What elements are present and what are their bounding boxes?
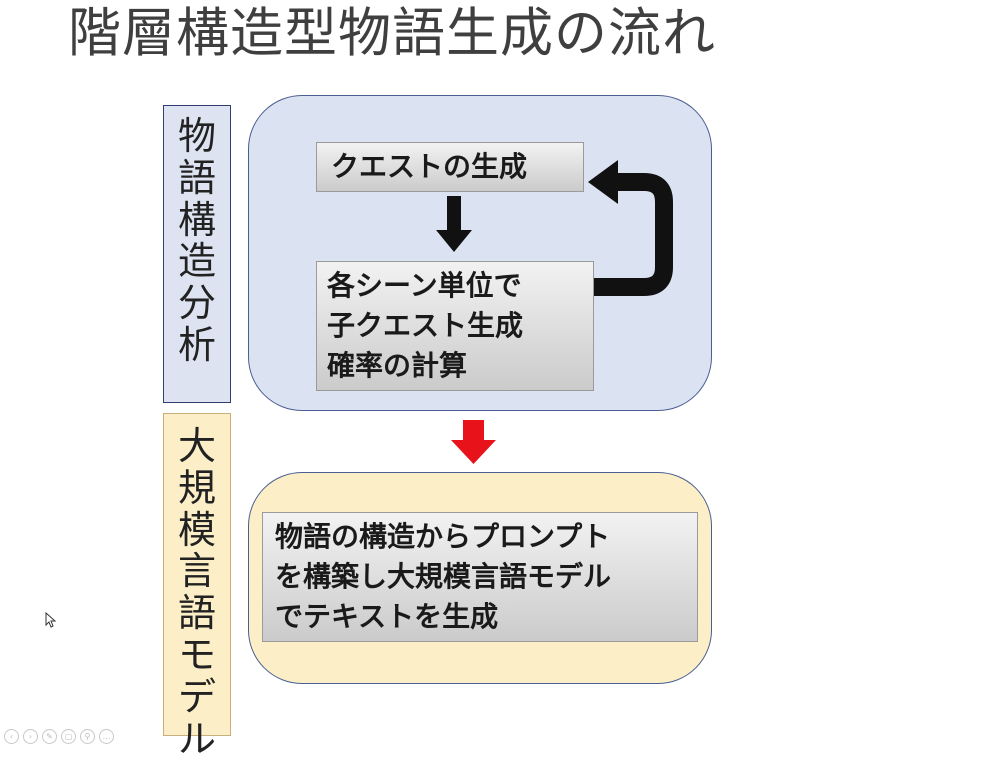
side-label-char: モ bbox=[177, 632, 216, 677]
box-text: クエストの生成 bbox=[331, 150, 528, 183]
box-text-line: を構築し大規模言語モデル bbox=[275, 560, 612, 593]
next-icon[interactable]: › bbox=[23, 729, 38, 744]
side-label-char: 物 bbox=[177, 114, 216, 158]
presentation-toolbar: ‹ › ✎ ▢ ⚲ … bbox=[4, 729, 114, 744]
box-text-line: 子クエスト生成 bbox=[327, 309, 524, 342]
side-label-char: ル bbox=[177, 716, 216, 761]
side-label-char: 語 bbox=[177, 155, 216, 200]
more-icon[interactable]: … bbox=[99, 729, 114, 744]
side-label-char: 析 bbox=[177, 322, 216, 367]
side-label-char: デ bbox=[177, 674, 216, 719]
box-text-line: 確率の計算 bbox=[327, 349, 468, 382]
slide-title: 階層構造型物語生成の流れ bbox=[68, 3, 716, 64]
side-label-char: 模 bbox=[177, 507, 216, 552]
side-label-llm: 大 規 模 言 語 モ デ ル bbox=[163, 413, 231, 759]
side-label-char: 言 bbox=[177, 549, 216, 594]
box-text-line: でテキストを生成 bbox=[275, 600, 499, 633]
mouse-cursor-icon bbox=[45, 612, 57, 628]
slides-icon[interactable]: ▢ bbox=[61, 729, 76, 744]
side-label-char: 分 bbox=[177, 281, 216, 326]
box-text-line: 物語の構造からプロンプト bbox=[275, 520, 611, 553]
scene-probability-box: 各シーン単位で 子クエスト生成 確率の計算 bbox=[316, 261, 594, 391]
side-label-char: 大 bbox=[177, 424, 216, 468]
transition-arrow-icon bbox=[451, 420, 496, 464]
side-label-char: 規 bbox=[177, 465, 216, 510]
pen-icon[interactable]: ✎ bbox=[42, 729, 57, 744]
side-label-char: 構 bbox=[177, 197, 216, 242]
side-label-char: 造 bbox=[177, 239, 216, 284]
side-label-story-analysis: 物 語 構 造 分 析 bbox=[163, 105, 231, 403]
quest-generation-box: クエストの生成 bbox=[316, 142, 584, 192]
side-label-char: 語 bbox=[177, 591, 216, 636]
llm-generation-box: 物語の構造からプロンプト を構築し大規模言語モデル でテキストを生成 bbox=[262, 512, 698, 642]
zoom-icon[interactable]: ⚲ bbox=[80, 729, 95, 744]
box-text-line: 各シーン単位で bbox=[327, 269, 522, 302]
prev-icon[interactable]: ‹ bbox=[4, 729, 19, 744]
